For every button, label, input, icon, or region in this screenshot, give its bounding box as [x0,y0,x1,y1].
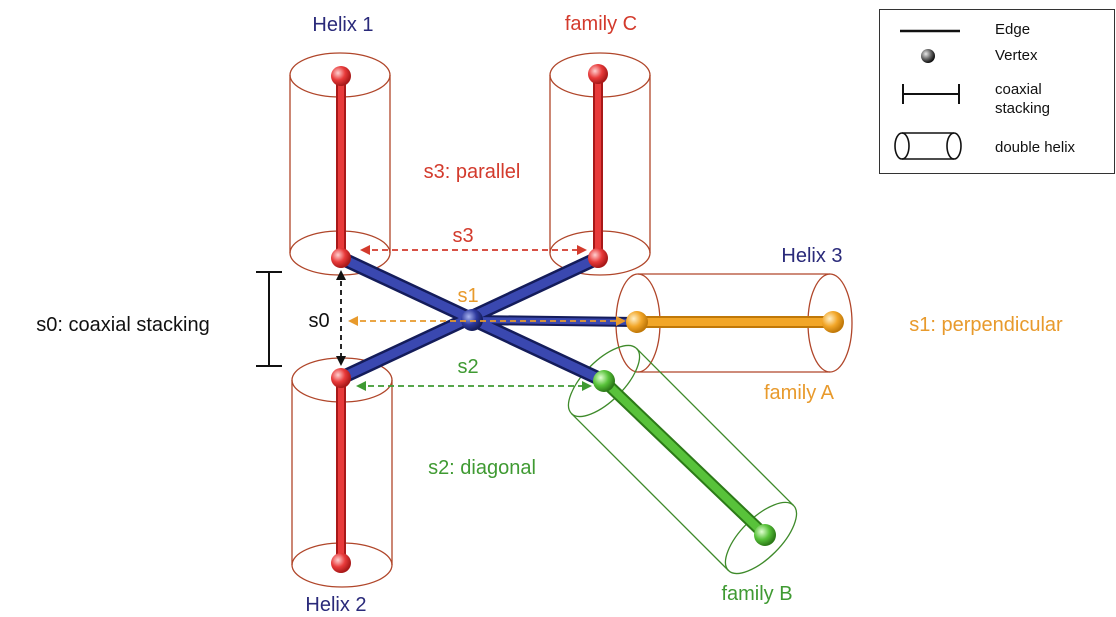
helix3-label: Helix 3 [781,245,842,267]
vertex-helix3-left [626,311,648,333]
vertex-family-c-top [588,64,608,84]
vertex-center [461,309,483,331]
s1-perpendicular-label: s1: perpendicular [909,314,1063,336]
s0-coaxial-label: s0: coaxial stacking [36,314,209,336]
s2-diagonal-label: s2: diagonal [428,457,536,479]
edge-line-icon [900,29,960,33]
vertex-sphere-icon [921,49,935,63]
legend: Edge Vertex coaxial stacking double heli… [879,9,1115,174]
family-b-rod [598,375,771,541]
vertex-helix2-bottom [331,553,351,573]
legend-coaxial-line1: coaxial [995,81,1042,98]
s3-parallel-label: s3: parallel [424,161,521,183]
vertex-helix2-top [331,368,351,388]
vertex-family-b-top [593,370,615,392]
vertex-helix3-right [822,311,844,333]
legend-vertex-label: Vertex [995,47,1038,64]
coaxial-stacking-bracket [256,271,282,367]
s3-label: s3 [452,225,473,247]
vertex-helix1-top [331,66,351,86]
s2-label: s2 [457,356,478,378]
s0-label: s0 [308,310,329,332]
legend-coaxial-label: coaxial stacking [995,80,1050,118]
family-a-label: family A [764,382,835,404]
family-c-label: family C [565,13,637,35]
helix2-label: Helix 2 [305,594,366,616]
vertex-family-c-bottom [588,248,608,268]
coaxial-bracket-icon [902,84,960,104]
legend-coaxial-line2: stacking [995,100,1051,117]
family-b-label: family B [721,583,792,605]
vertex-family-b-bottom [754,524,776,546]
helix1-label: Helix 1 [312,14,373,36]
legend-double-helix-label: double helix [995,139,1076,156]
s1-label: s1 [457,285,478,307]
legend-edge-label: Edge [995,21,1031,38]
junction-edges [334,251,642,388]
cylinder-icon [894,132,962,160]
vertex-helix1-bottom [331,248,351,268]
